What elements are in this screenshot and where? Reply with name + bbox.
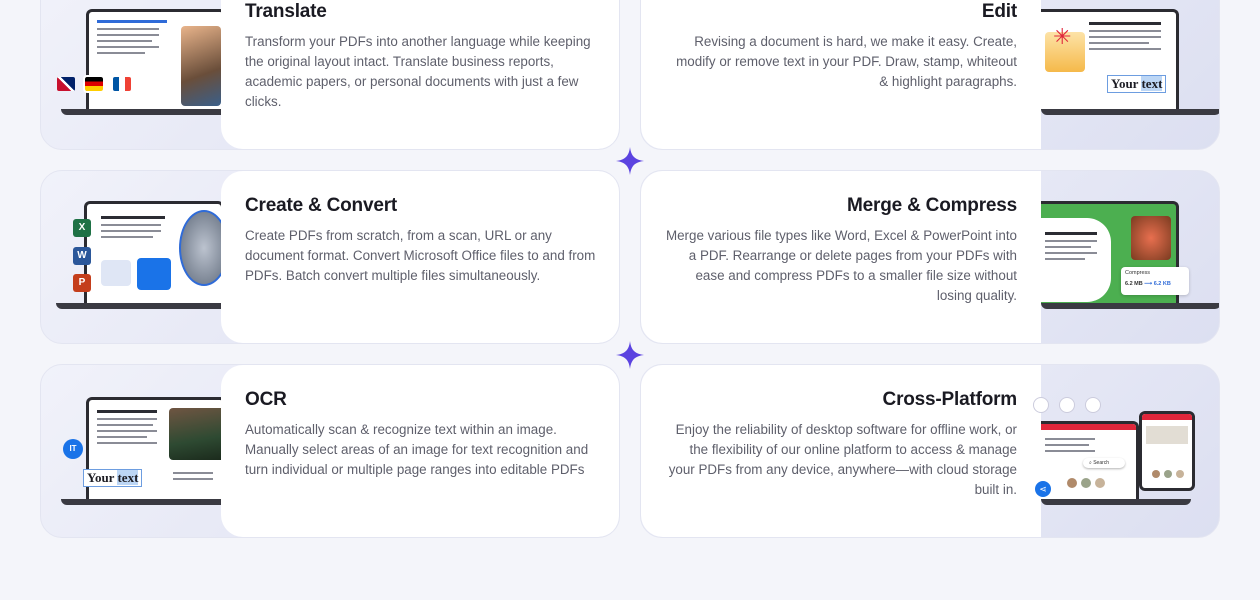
feature-card-create-convert[interactable]: X W P Create & Convert Create PDFs from … <box>40 170 620 344</box>
feature-title: Create & Convert <box>245 195 398 216</box>
feature-card-ocr[interactable]: IT Your text OCR Automatically scan & re… <box>40 364 620 538</box>
burst-icon: ✳ <box>1053 24 1072 49</box>
feature-panel-merge-compress: Merge & Compress Merge various file type… <box>641 171 1041 343</box>
your-text-sample: Your text <box>1107 75 1167 93</box>
merge-compress-illustration: Compress 6.2 MB ⟶ 6.2 KB <box>1041 171 1219 343</box>
cross-platform-illustration: ⌕ Search ⋖ <box>1033 365 1219 537</box>
powerpoint-icon: P <box>73 274 91 292</box>
feature-panel-cross-platform: Cross-Platform Enjoy the reliability of … <box>641 365 1041 537</box>
feature-title: Merge & Compress <box>847 195 1017 216</box>
french-flag-icon <box>113 77 131 91</box>
language-badge: IT <box>63 439 83 459</box>
feature-panel-edit: Edit Revising a document is hard, we mak… <box>641 0 1041 149</box>
word-icon: W <box>73 247 91 265</box>
create-convert-illustration: X W P <box>41 171 241 343</box>
tablet-device <box>1139 411 1195 491</box>
feature-description: Revising a document is hard, we make it … <box>676 34 1017 89</box>
feature-description: Automatically scan & recognize text with… <box>245 422 589 477</box>
feature-panel-create-convert: Create & Convert Create PDFs from scratc… <box>221 171 619 343</box>
feature-title: OCR <box>245 389 287 410</box>
feature-title: Edit <box>981 1 1017 22</box>
feature-card-translate[interactable]: Translate Transform your PDFs into anoth… <box>40 0 620 150</box>
feature-description: Transform your PDFs into another languag… <box>245 34 591 109</box>
feature-description: Enjoy the reliability of desktop softwar… <box>668 422 1017 497</box>
feature-panel-ocr: OCR Automatically scan & recognize text … <box>221 365 619 537</box>
german-flag-icon <box>83 75 105 93</box>
feature-card-cross-platform[interactable]: Cross-Platform Enjoy the reliability of … <box>640 364 1220 538</box>
edit-illustration: ✳ Your text <box>1041 0 1219 149</box>
feature-title: Translate <box>245 1 327 22</box>
feature-card-merge-compress[interactable]: Merge & Compress Merge various file type… <box>640 170 1220 344</box>
search-icon: ⌕ <box>1089 460 1092 466</box>
sparkle-icon <box>614 145 646 177</box>
feature-description: Create PDFs from scratch, from a scan, U… <box>245 228 596 283</box>
uk-flag-icon <box>57 77 75 91</box>
drive-icon <box>1085 397 1101 413</box>
feature-card-edit[interactable]: Edit Revising a document is hard, we mak… <box>640 0 1220 150</box>
translate-illustration <box>41 0 246 149</box>
excel-icon: X <box>73 219 91 237</box>
dropbox-icon <box>1059 397 1075 413</box>
your-text-sample: Your text <box>83 469 143 487</box>
feature-description: Merge various file types like Word, Exce… <box>665 228 1017 303</box>
cloud-icon <box>1033 397 1049 413</box>
feature-title: Cross-Platform <box>882 389 1018 410</box>
search-pill: ⌕ Search <box>1083 458 1125 468</box>
share-icon: ⋖ <box>1035 481 1051 497</box>
feature-panel-translate: Translate Transform your PDFs into anoth… <box>221 0 619 149</box>
ocr-illustration: IT Your text <box>41 365 246 537</box>
sparkle-icon <box>614 339 646 371</box>
compress-card: Compress 6.2 MB ⟶ 6.2 KB <box>1121 267 1189 295</box>
